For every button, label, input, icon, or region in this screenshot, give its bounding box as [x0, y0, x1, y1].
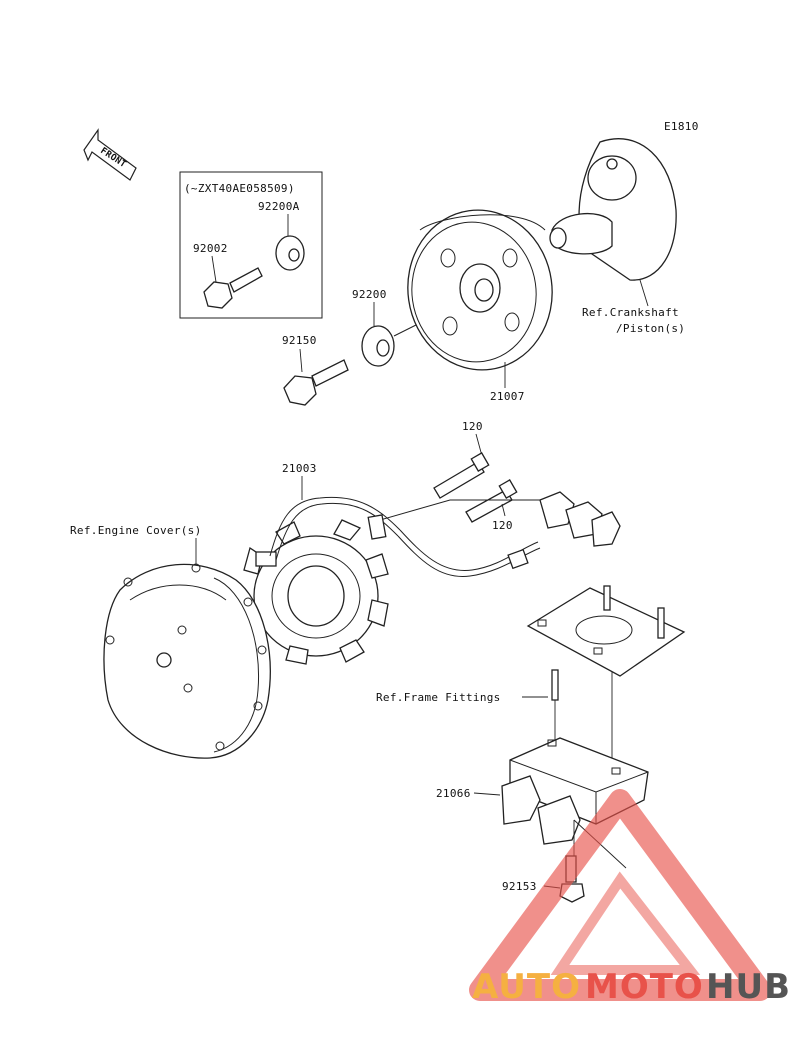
label-92200: 92200 — [352, 288, 387, 301]
label-92200A: 92200A — [258, 200, 300, 213]
ref-frame-fittings: Ref.Frame Fittings — [376, 691, 501, 704]
watermark-part1: AUTO — [472, 967, 581, 1007]
washer-92200: 92200 — [352, 288, 471, 367]
label-120-top: 120 — [462, 420, 483, 433]
ref-crankshaft-line2: /Piston(s) — [616, 322, 685, 335]
watermark-part2: MOTO — [585, 967, 704, 1007]
bolts-120: 120 120 — [433, 420, 518, 532]
bolt-92150: 92150 — [282, 334, 349, 406]
label-21066: 21066 — [436, 787, 471, 800]
ref-engine-cover: Ref.Engine Cover(s) — [70, 524, 202, 537]
crankshaft: Ref.Crankshaft /Piston(s) — [549, 138, 685, 335]
label-120-bottom: 120 — [492, 519, 513, 532]
label-92153: 92153 — [502, 880, 537, 893]
label-92150: 92150 — [282, 334, 317, 347]
watermark-logo — [469, 789, 771, 1001]
stator-21003: 21003 — [243, 462, 621, 665]
label-21007: 21007 — [490, 390, 525, 403]
engine-cover: Ref.Engine Cover(s) — [70, 524, 271, 759]
serial-note: (~ZXT40AE058509) — [184, 182, 295, 195]
serial-range-box: (~ZXT40AE058509) 92200A 92002 — [179, 171, 323, 319]
label-92002: 92002 — [193, 242, 228, 255]
diagram-code: E1810 — [664, 120, 699, 133]
watermark-part3: HUB — [706, 967, 791, 1007]
ref-crankshaft-line1: Ref.Crankshaft — [582, 306, 679, 319]
front-arrow-icon: FRONT — [83, 128, 137, 181]
flywheel-21007: 21007 — [407, 209, 553, 403]
label-21003: 21003 — [282, 462, 317, 475]
frame-fitting-bracket: Ref.Frame Fittings — [376, 585, 686, 770]
watermark-text: AUTO MOTO HUB — [472, 967, 791, 1007]
